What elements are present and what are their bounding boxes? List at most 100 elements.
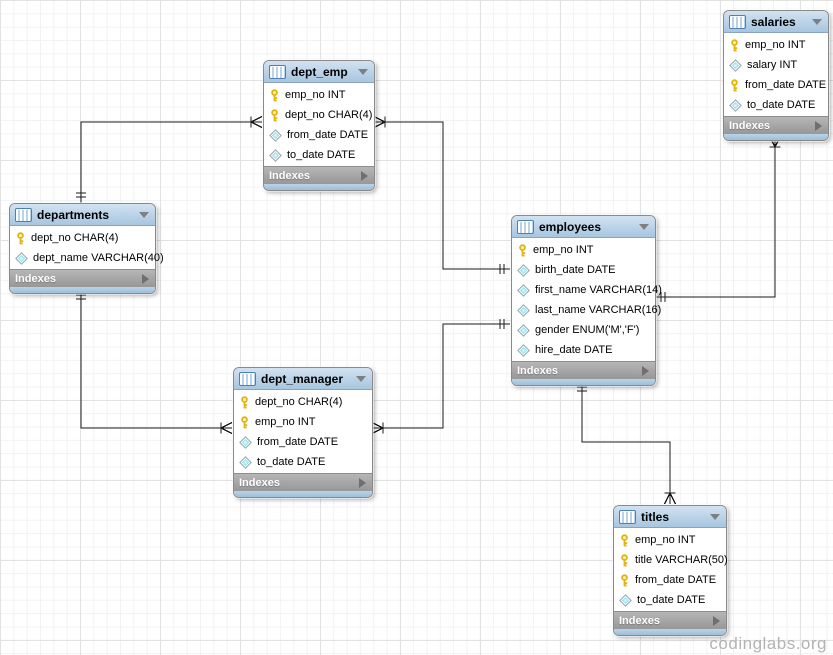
column-diamond-icon: [517, 343, 530, 357]
table-title: departments: [37, 207, 110, 222]
column-diamond-icon: [239, 455, 252, 469]
table-icon: [239, 371, 256, 386]
column-text: to_date DATE: [287, 149, 356, 161]
column-row-dept_no[interactable]: dept_no CHAR(4): [264, 105, 374, 125]
column-text: birth_date DATE: [535, 264, 616, 276]
table-bottom-strip: [10, 287, 155, 293]
table-title: dept_manager: [261, 371, 344, 386]
primary-key-icon: [15, 231, 26, 245]
primary-key-icon: [269, 88, 280, 102]
table-salaries[interactable]: salaries emp_no INT salary INT from_date D…: [723, 10, 829, 141]
table-employees[interactable]: employees emp_no INT birth_date DATE first…: [511, 215, 662, 386]
column-row-from_date[interactable]: from_date DATE: [234, 432, 372, 452]
table-title: salaries: [751, 14, 796, 29]
indexes-footer[interactable]: Indexes: [264, 166, 374, 184]
table-icon: [619, 509, 636, 524]
primary-key-icon: [729, 38, 740, 52]
collapse-arrow-icon[interactable]: [356, 375, 366, 382]
table-header[interactable]: employees: [512, 216, 655, 238]
indexes-footer[interactable]: Indexes: [234, 473, 372, 491]
column-text: emp_no INT: [635, 534, 696, 546]
collapse-arrow-icon[interactable]: [710, 513, 720, 520]
column-row-to_date[interactable]: to_date DATE: [234, 452, 372, 472]
relationship-departments-dept_emp[interactable]: [76, 115, 263, 204]
column-row-gender[interactable]: gender ENUM('M','F'): [512, 320, 655, 340]
column-row-last_name[interactable]: last_name VARCHAR(16): [512, 300, 661, 320]
column-row-dept_no[interactable]: dept_no CHAR(4): [234, 392, 372, 412]
column-row-to_date[interactable]: to_date DATE: [724, 95, 828, 115]
relationship-dept_emp-employees[interactable]: [373, 115, 510, 275]
table-columns: dept_no CHAR(4) dept_name VARCHAR(40): [10, 226, 164, 269]
indexes-footer[interactable]: Indexes: [724, 116, 828, 134]
column-row-dept_name[interactable]: dept_name VARCHAR(40): [10, 248, 164, 268]
column-diamond-icon: [729, 58, 742, 72]
table-header[interactable]: titles: [614, 506, 726, 528]
primary-key-icon: [619, 573, 630, 587]
column-row-title[interactable]: title VARCHAR(50): [614, 550, 728, 570]
collapse-arrow-icon[interactable]: [139, 211, 149, 218]
relationship-departments-dept_manager[interactable]: [76, 289, 233, 435]
table-header[interactable]: departments: [10, 204, 155, 226]
column-row-from_date[interactable]: from_date DATE: [724, 75, 828, 95]
table-header[interactable]: dept_emp: [264, 61, 374, 83]
relationship-employees-titles[interactable]: [577, 381, 677, 505]
indexes-label: Indexes: [729, 119, 770, 132]
table-bottom-strip: [264, 184, 374, 190]
table-titles[interactable]: titles emp_no INT title VARCHAR(50) from_d…: [613, 505, 728, 636]
column-diamond-icon: [517, 323, 530, 337]
collapse-arrow-icon[interactable]: [639, 223, 649, 230]
column-text: dept_name VARCHAR(40): [33, 252, 164, 264]
table-departments[interactable]: departments dept_no CHAR(4) dept_name VAR…: [9, 203, 164, 294]
table-bottom-strip: [234, 491, 372, 497]
table-icon: [729, 14, 746, 29]
table-header[interactable]: salaries: [724, 11, 828, 33]
collapse-arrow-icon[interactable]: [812, 18, 822, 25]
table-title: titles: [641, 509, 670, 524]
column-row-first_name[interactable]: first_name VARCHAR(14): [512, 280, 662, 300]
column-row-emp_no[interactable]: emp_no INT: [264, 85, 374, 105]
column-diamond-icon: [517, 283, 530, 297]
indexes-footer[interactable]: Indexes: [512, 361, 655, 379]
relationship-dept_manager-employees[interactable]: [371, 319, 510, 435]
table-icon: [269, 64, 286, 79]
indexes-label: Indexes: [239, 476, 280, 489]
column-text: emp_no INT: [745, 39, 806, 51]
primary-key-icon: [729, 78, 740, 92]
relationship-salaries-employees[interactable]: [655, 135, 782, 302]
column-row-from_date[interactable]: from_date DATE: [264, 125, 374, 145]
column-row-birth_date[interactable]: birth_date DATE: [512, 260, 655, 280]
column-row-dept_no[interactable]: dept_no CHAR(4): [10, 228, 155, 248]
expand-arrow-icon: [359, 477, 366, 488]
primary-key-icon: [239, 395, 250, 409]
table-columns: emp_no INT birth_date DATE first_name VARC…: [512, 238, 662, 361]
column-row-to_date[interactable]: to_date DATE: [264, 145, 374, 165]
column-text: from_date DATE: [635, 574, 717, 586]
column-row-salary[interactable]: salary INT: [724, 55, 828, 75]
indexes-footer[interactable]: Indexes: [614, 611, 726, 629]
column-text: dept_no CHAR(4): [31, 232, 119, 244]
collapse-arrow-icon[interactable]: [358, 68, 368, 75]
column-row-emp_no[interactable]: emp_no INT: [512, 240, 655, 260]
indexes-footer[interactable]: Indexes: [10, 269, 155, 287]
column-text: title VARCHAR(50): [635, 554, 728, 566]
table-columns: emp_no INT title VARCHAR(50) from_date DAT…: [614, 528, 728, 611]
table-bottom-strip: [614, 629, 726, 635]
column-row-emp_no[interactable]: emp_no INT: [234, 412, 372, 432]
column-diamond-icon: [619, 593, 632, 607]
column-row-from_date[interactable]: from_date DATE: [614, 570, 726, 590]
indexes-label: Indexes: [15, 272, 56, 285]
column-diamond-icon: [517, 263, 530, 277]
table-title: employees: [539, 219, 602, 234]
column-row-hire_date[interactable]: hire_date DATE: [512, 340, 655, 360]
column-row-emp_no[interactable]: emp_no INT: [724, 35, 828, 55]
table-dept_emp[interactable]: dept_emp emp_no INT dept_no CHAR(4) from_d…: [263, 60, 375, 191]
column-row-to_date[interactable]: to_date DATE: [614, 590, 726, 610]
column-text: from_date DATE: [745, 79, 827, 91]
column-row-emp_no[interactable]: emp_no INT: [614, 530, 726, 550]
table-header[interactable]: dept_manager: [234, 368, 372, 390]
column-text: dept_no CHAR(4): [285, 109, 373, 121]
expand-arrow-icon: [713, 615, 720, 626]
column-text: to_date DATE: [257, 456, 326, 468]
